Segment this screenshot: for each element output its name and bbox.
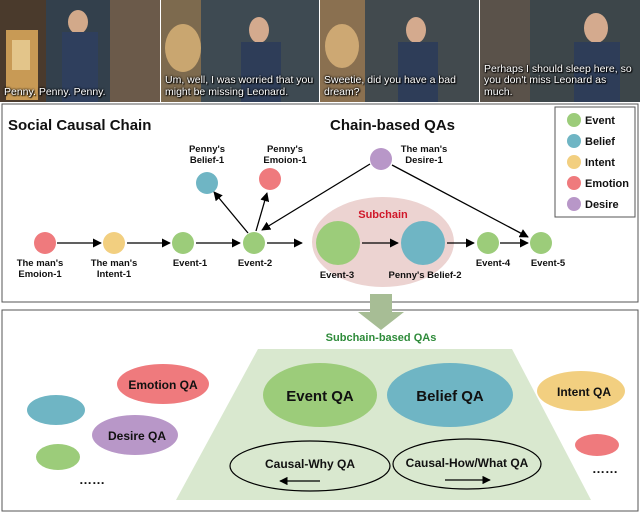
video-frame-2: Um, well, I was worried that you might b… — [161, 0, 319, 102]
subchain-label: Subchain — [358, 209, 408, 221]
frame-3-subtitle: Sweetie, did you have a bad dream? — [324, 74, 456, 98]
emotion-side-ellipse — [575, 434, 619, 456]
legend-belief-label: Belief — [585, 136, 615, 148]
belief-qa-ellipse — [387, 363, 513, 427]
legend-items: Event Belief Intent Emotion Desire — [567, 113, 629, 211]
node-event-1 — [172, 232, 194, 254]
intent-qa-ellipse — [537, 371, 625, 411]
node-man-desire-1 — [370, 148, 392, 170]
node-event-3 — [316, 221, 360, 265]
node-man-emotion-1 — [34, 232, 56, 254]
legend-belief-swatch — [567, 134, 581, 148]
label-event-2: Event-2 — [238, 258, 272, 269]
frame-4-subtitle: Perhaps I should sleep here, so you don'… — [484, 62, 632, 98]
event-qa-label: Event QA — [286, 388, 354, 405]
legend-emotion-swatch — [567, 176, 581, 190]
frame-2-scene — [161, 0, 319, 102]
right-ellipsis: …… — [592, 461, 618, 476]
label-event-1: Event-1 — [173, 258, 208, 269]
video-frame-4: Perhaps I should sleep here, so you don'… — [480, 0, 640, 102]
causal-why-label: Causal-Why QA — [265, 457, 355, 471]
desire-qa-label: Desire QA — [108, 429, 166, 443]
legend-intent-swatch — [567, 155, 581, 169]
frame-1-subtitle: Penny. Penny. Penny. — [4, 85, 106, 98]
node-event-2 — [243, 232, 265, 254]
frame-3-scene — [320, 0, 479, 102]
belief-qa-label: Belief QA — [416, 388, 484, 405]
video-frame-3: Sweetie, did you have a bad dream? — [320, 0, 479, 102]
node-penny-belief-2 — [401, 221, 445, 265]
node-penny-emotion-1 — [259, 168, 281, 190]
causal-how-label: Causal-How/What QA — [406, 456, 529, 470]
node-penny-belief-1 — [196, 172, 218, 194]
frame-1-scene — [0, 0, 160, 102]
node-man-intent-1 — [103, 232, 125, 254]
node-event-4 — [477, 232, 499, 254]
video-frame-1: Penny. Penny. Penny. — [0, 0, 160, 102]
chain-qa-title: Chain-based QAs — [330, 117, 455, 134]
node-event-5 — [530, 232, 552, 254]
legend-event-swatch — [567, 113, 581, 127]
causal-how-ellipse — [392, 438, 542, 490]
emotion-qa-label: Emotion QA — [128, 378, 198, 392]
causal-why-ellipse — [229, 440, 391, 492]
label-penny-belief-2: Penny's Belief-2 — [388, 270, 461, 281]
label-event-3: Event-3 — [320, 270, 354, 281]
event-side-ellipse — [36, 444, 80, 470]
desire-qa-ellipse — [92, 415, 178, 455]
causal-chain-panel — [1, 103, 639, 303]
event-qa-ellipse — [263, 363, 377, 427]
down-arrow-overlay — [358, 294, 404, 330]
label-event-5: Event-5 — [531, 258, 566, 269]
belief-side-ellipse — [27, 395, 85, 425]
left-ellipsis: …… — [79, 472, 105, 487]
legend-desire-label: Desire — [585, 199, 619, 211]
frame-2-subtitle: Um, well, I was worried that you might b… — [165, 74, 314, 98]
subchain-qa-title: Subchain-based QAs — [326, 332, 437, 344]
chain-edges — [57, 163, 529, 248]
legend-intent-label: Intent — [585, 157, 615, 169]
legend-emotion-label: Emotion — [585, 178, 629, 190]
causal-chain-title: Social Causal Chain — [8, 117, 151, 134]
legend-event-label: Event — [585, 115, 615, 127]
emotion-qa-ellipse — [117, 364, 209, 404]
intent-qa-label: Intent QA — [557, 385, 611, 399]
legend-desire-swatch — [567, 197, 581, 211]
frame-4-scene — [480, 0, 640, 102]
label-event-4: Event-4 — [476, 258, 511, 269]
